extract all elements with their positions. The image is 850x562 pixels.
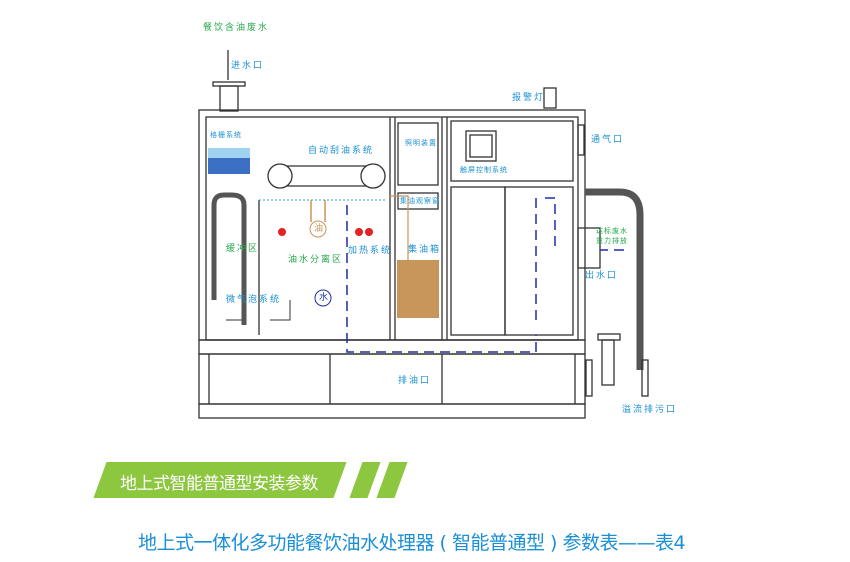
inlet-pipe (219, 85, 239, 112)
label-inlet: 进水口 (231, 61, 265, 71)
label-grille-system: 格栅系统 (210, 131, 242, 139)
label-oil-tank: 集油箱 (408, 245, 442, 255)
label-outlet: 出水口 (585, 271, 619, 281)
label-lighting: 照明装置 (405, 139, 437, 147)
flow-path (346, 197, 624, 353)
label-oil-window: 集油观察窗 (400, 197, 440, 205)
tank-body (198, 109, 586, 341)
heater-icon (355, 228, 363, 236)
label-discharge-2: 重力排放 (596, 237, 628, 245)
label-overflow: 溢流排污口 (622, 405, 678, 415)
label-microbubble: 微气泡系统 (226, 295, 282, 305)
label-auto-skimming: 自动刮油系统 (308, 146, 375, 156)
oil-mark-circle (309, 220, 327, 238)
banner-title: 地上式智能普通型安装参数 (120, 474, 319, 494)
label-inlet-source: 餐饮含油废水 (203, 23, 270, 33)
label-water-mark: 水 (319, 293, 329, 303)
label-discharge-1: 达标废水 (596, 227, 628, 235)
label-alarm-light: 报警灯 (512, 93, 546, 103)
water-mark-circle (314, 289, 332, 307)
label-oil-drain: 排油口 (398, 376, 432, 386)
oil-tank-fill (397, 260, 439, 318)
heater-icon (365, 228, 373, 236)
label-separation-zone: 油水分离区 (288, 255, 344, 265)
label-oil-mark: 油 (314, 224, 324, 234)
alarm-light-icon (543, 87, 557, 109)
label-buffer-zone: 缓冲区 (226, 244, 260, 254)
table-title: 地上式一体化多功能餐饮油水处理器 ( 智能普通型 ) 参数表——表4 (138, 532, 686, 554)
heater-icon (278, 228, 286, 236)
label-heating-system: 加热系统 (348, 246, 393, 256)
label-touch-control: 触屏控制系统 (460, 166, 508, 174)
touch-screen (465, 130, 497, 162)
label-vent: 通气口 (591, 135, 625, 145)
